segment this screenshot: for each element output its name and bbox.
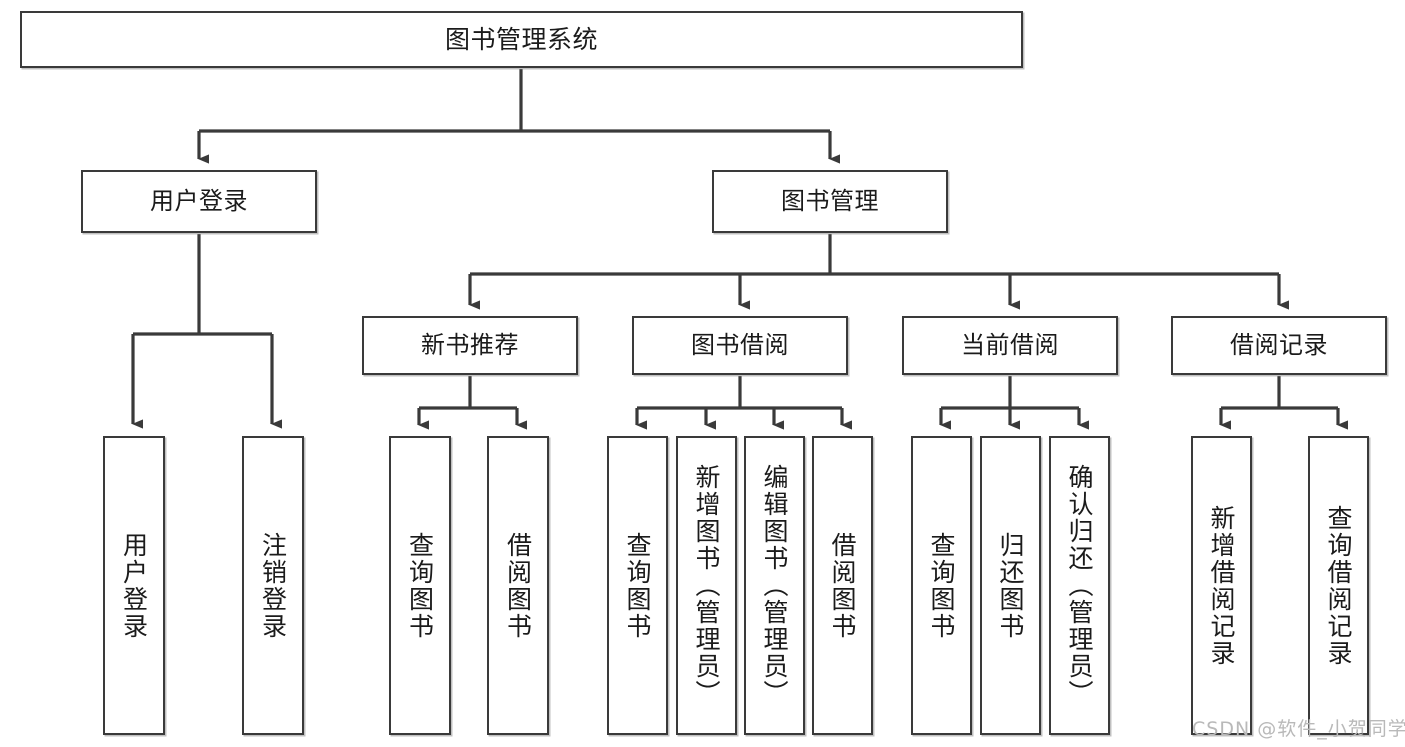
node-root[interactable]: 图书管理系统 — [20, 11, 1023, 68]
leaf-edit-book[interactable]: 编辑图书（管理员） — [744, 436, 805, 735]
node-user-login-label: 用户登录 — [150, 187, 248, 216]
leaf-user-login[interactable]: 用户登录 — [103, 436, 165, 735]
leaf-query-book-1[interactable]: 查询图书 — [389, 436, 451, 735]
leaf-query-book-3-label: 查询图书 — [927, 531, 956, 640]
node-borrow-record-label: 借阅记录 — [1230, 331, 1328, 360]
node-book-borrow[interactable]: 图书借阅 — [632, 316, 848, 375]
leaf-add-book[interactable]: 新增图书（管理员） — [676, 436, 737, 735]
leaf-add-book-label: 新增图书（管理员） — [692, 464, 721, 707]
node-new-book-recommend[interactable]: 新书推荐 — [362, 316, 578, 375]
leaf-query-book-2[interactable]: 查询图书 — [607, 436, 668, 735]
node-root-label: 图书管理系统 — [444, 24, 598, 54]
leaf-logout-login[interactable]: 注销登录 — [242, 436, 304, 735]
node-current-borrow[interactable]: 当前借阅 — [902, 316, 1118, 375]
leaf-add-record[interactable]: 新增借阅记录 — [1191, 436, 1252, 735]
leaf-add-record-label: 新增借阅记录 — [1207, 504, 1236, 667]
leaf-borrow-book-2-label: 借阅图书 — [828, 531, 857, 640]
leaf-return-book-label: 归还图书 — [996, 531, 1025, 640]
leaf-return-book[interactable]: 归还图书 — [980, 436, 1041, 735]
leaf-confirm-return[interactable]: 确认归还（管理员） — [1049, 436, 1110, 735]
leaf-query-book-3[interactable]: 查询图书 — [911, 436, 972, 735]
node-book-manage-label: 图书管理 — [781, 187, 879, 216]
csdn-watermark: CSDN @软件_小贺同学 — [1192, 718, 1405, 740]
leaf-borrow-book-1[interactable]: 借阅图书 — [487, 436, 549, 735]
leaf-query-record-label: 查询借阅记录 — [1324, 504, 1353, 667]
node-user-login[interactable]: 用户登录 — [81, 170, 317, 233]
leaf-query-record[interactable]: 查询借阅记录 — [1308, 436, 1369, 735]
leaf-logout-login-label: 注销登录 — [258, 531, 288, 640]
leaf-borrow-book-2[interactable]: 借阅图书 — [812, 436, 873, 735]
node-book-borrow-label: 图书借阅 — [691, 331, 789, 360]
node-book-manage[interactable]: 图书管理 — [712, 170, 948, 233]
leaf-query-book-2-label: 查询图书 — [623, 531, 652, 640]
node-current-borrow-label: 当前借阅 — [961, 331, 1059, 360]
node-new-book-recommend-label: 新书推荐 — [421, 331, 519, 360]
node-borrow-record[interactable]: 借阅记录 — [1171, 316, 1387, 375]
leaf-user-login-label: 用户登录 — [119, 531, 149, 640]
leaf-edit-book-label: 编辑图书（管理员） — [760, 464, 789, 707]
leaf-query-book-1-label: 查询图书 — [405, 531, 435, 640]
leaf-confirm-return-label: 确认归还（管理员） — [1065, 464, 1094, 707]
leaf-borrow-book-1-label: 借阅图书 — [503, 531, 533, 640]
